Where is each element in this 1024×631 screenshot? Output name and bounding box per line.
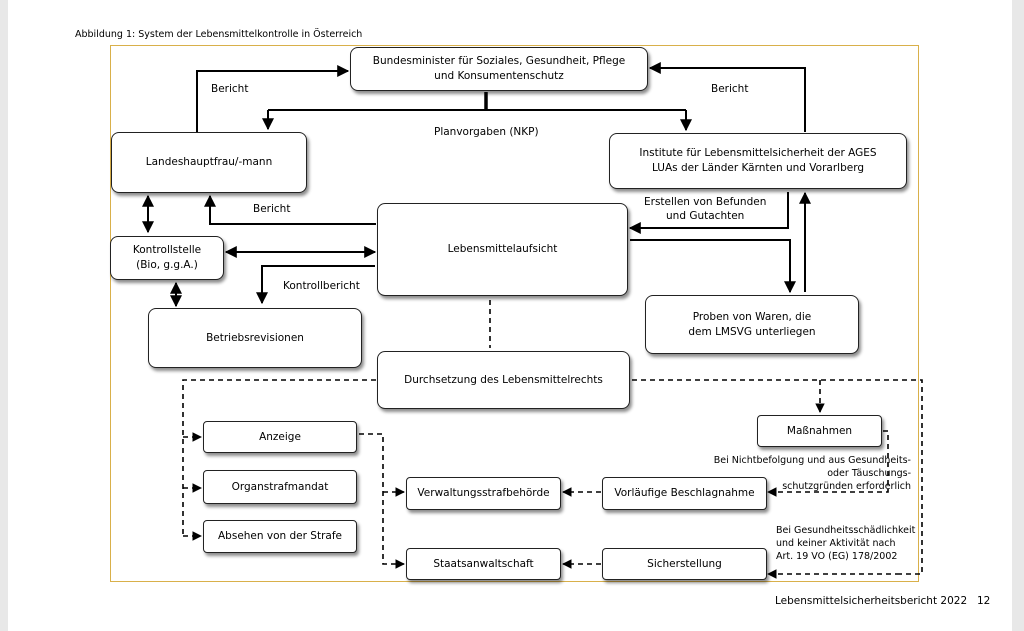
report-footer: Lebensmittelsicherheitsbericht 2022 xyxy=(775,595,968,607)
enforcement-box: Durchsetzung des Lebensmittelrechts xyxy=(377,351,630,409)
admin-authority-box: Verwaltungsstrafbehörde xyxy=(406,477,561,510)
business-audits-box: Betriebsrevisionen xyxy=(148,308,362,368)
control-report-label: Kontrollbericht xyxy=(283,280,360,292)
figure-caption: Abbildung 1: System der Lebensmittelkont… xyxy=(75,29,363,40)
findings-label: Erstellen von Befunden und Gutachten xyxy=(644,196,767,223)
food-inspection-box: Lebensmittelaufsicht xyxy=(377,203,628,296)
provisional-seizure-box: Vorläufige Beschlagnahme xyxy=(602,477,767,510)
noncompliance-label: Bei Nichtbefolgung und aus Gesundheits- … xyxy=(713,455,911,492)
measures-box: Maßnahmen xyxy=(757,415,882,447)
samples-box: Proben von Waren, die dem LMSVG unterlie… xyxy=(645,295,859,354)
no-penalty-box: Absehen von der Strafe xyxy=(203,520,357,553)
page-number: 12 xyxy=(977,595,991,607)
governor-box: Landeshauptfrau/-mann xyxy=(111,132,307,193)
control-body-box: Kontrollstelle (Bio, g.g.A.) xyxy=(110,236,224,280)
ministry-box: Bundesminister für Soziales, Gesundheit,… xyxy=(350,47,648,91)
report-box: Anzeige xyxy=(203,421,357,453)
report-label-right: Bericht xyxy=(711,83,749,95)
plan-label: Planvorgaben (NKP) xyxy=(434,126,539,138)
prosecutor-box: Staatsanwaltschaft xyxy=(406,548,561,580)
health-hazard-label: Bei Gesundheitsschädlichkeit und keiner … xyxy=(776,525,916,562)
fine-box: Organstrafmandat xyxy=(203,470,357,504)
institutes-box: Institute für Lebensmittelsicherheit der… xyxy=(609,133,907,189)
report-label-left: Bericht xyxy=(211,83,249,95)
report-label-mid: Bericht xyxy=(253,203,291,215)
diagram-frame xyxy=(110,45,919,582)
safeguarding-box: Sicherstellung xyxy=(602,548,767,580)
